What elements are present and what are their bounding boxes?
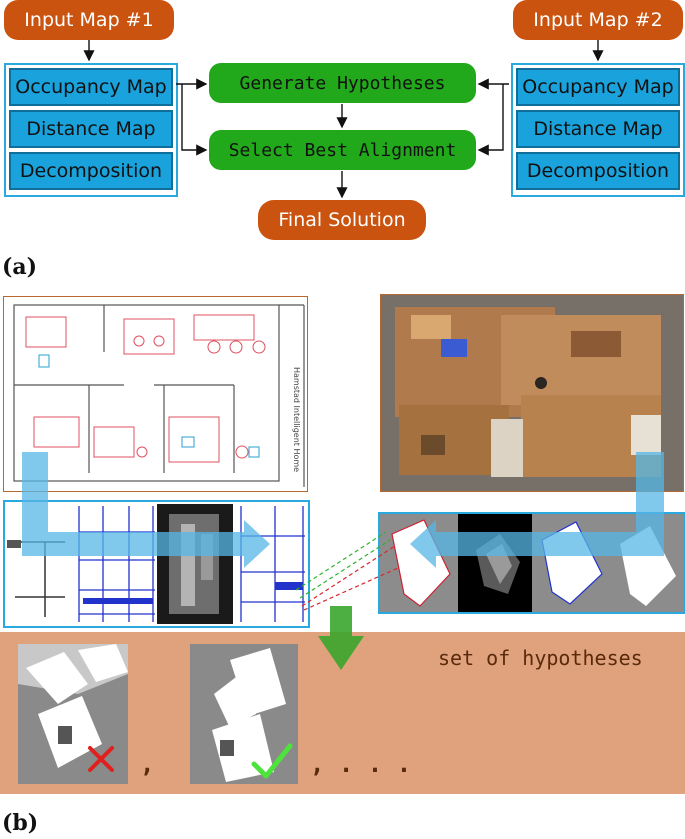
reconstruction-image: [381, 295, 683, 491]
flow-arrows: [83, 40, 604, 199]
input-map-2-node: Input Map #2: [513, 0, 683, 40]
ellipsis-text: , . . .: [310, 750, 412, 778]
cross-icon: [88, 746, 114, 772]
match-line-green-1: [295, 531, 387, 591]
hypotheses-title: set of hypotheses: [438, 646, 643, 670]
right-decomposition: Decomposition: [516, 152, 680, 190]
left-maps-strip: [3, 500, 310, 628]
left-maps-drawing: [7, 504, 305, 624]
left-flow-arrow: [22, 452, 270, 568]
left-map-stack: Occupancy Map Distance Map Decomposition: [4, 63, 178, 197]
check-icon: [251, 743, 293, 779]
final-solution-label: Final Solution: [278, 209, 406, 231]
generate-hypotheses-label: Generate Hypotheses: [239, 72, 446, 94]
panel-label-b: (b): [2, 810, 39, 836]
right-maps-strip: [378, 512, 685, 614]
right-flow-arrow: [410, 452, 664, 568]
panel-label-a: (a): [2, 254, 38, 280]
input-map-2-label: Input Map #2: [533, 9, 663, 31]
left-decomposition: Decomposition: [9, 152, 173, 190]
right-maps-drawing: [380, 514, 684, 612]
correspondence-overlay: [22, 452, 664, 611]
match-line-red-2: [303, 567, 399, 611]
select-best-alignment-label: Select Best Alignment: [228, 139, 457, 161]
floor-plan-drawing: [13, 304, 305, 487]
right-map-stack: Occupancy Map Distance Map Decomposition: [511, 63, 685, 197]
select-best-alignment-node: Select Best Alignment: [209, 130, 476, 170]
left-distance-map: Distance Map: [9, 110, 173, 148]
floor-plan-frame: Hamstad Intelligent Home: [3, 296, 308, 492]
left-occupancy-map: Occupancy Map: [9, 68, 173, 106]
final-solution-node: Final Solution: [258, 200, 426, 240]
arrow-left-to-select: [181, 84, 208, 156]
generate-hypotheses-node: Generate Hypotheses: [209, 63, 476, 103]
match-line-green-2: [299, 539, 391, 599]
separator-comma: ,: [140, 750, 155, 778]
hypothesis-thumb-1: [18, 644, 128, 784]
hypothesis-thumb-2: [190, 644, 298, 784]
down-arrow-icon: [318, 606, 364, 670]
right-occupancy-map: Occupancy Map: [516, 68, 680, 106]
input-map-1-label: Input Map #1: [24, 9, 154, 31]
arrow-right-to-select: [477, 84, 504, 156]
right-distance-map: Distance Map: [516, 110, 680, 148]
reconstruction-frame: [380, 294, 684, 492]
input-map-1-node: Input Map #1: [4, 0, 174, 40]
match-line-red-1: [301, 545, 396, 607]
